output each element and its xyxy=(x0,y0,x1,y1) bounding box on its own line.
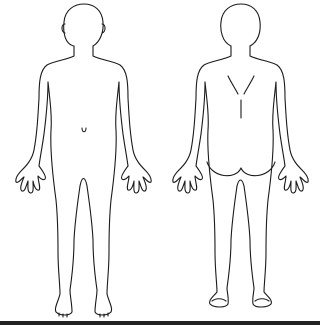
back-right-hand xyxy=(279,166,309,193)
back-right-leg xyxy=(244,82,276,307)
back-buttocks xyxy=(207,162,275,176)
back-left-shoulder-blade xyxy=(228,76,238,94)
back-left-hand xyxy=(173,166,203,193)
back-right-shoulder-blade xyxy=(244,76,254,94)
back-torso-right xyxy=(250,46,302,170)
back-head xyxy=(221,4,260,46)
bottom-border xyxy=(0,321,320,325)
back-torso-left xyxy=(179,46,231,170)
back-left-inner-arm xyxy=(196,82,205,166)
back-right-heel xyxy=(255,299,269,301)
back-left-leg xyxy=(205,82,237,307)
back-crotch xyxy=(237,180,244,186)
back-left-heel xyxy=(212,299,226,301)
back-right-inner-arm xyxy=(276,82,285,166)
